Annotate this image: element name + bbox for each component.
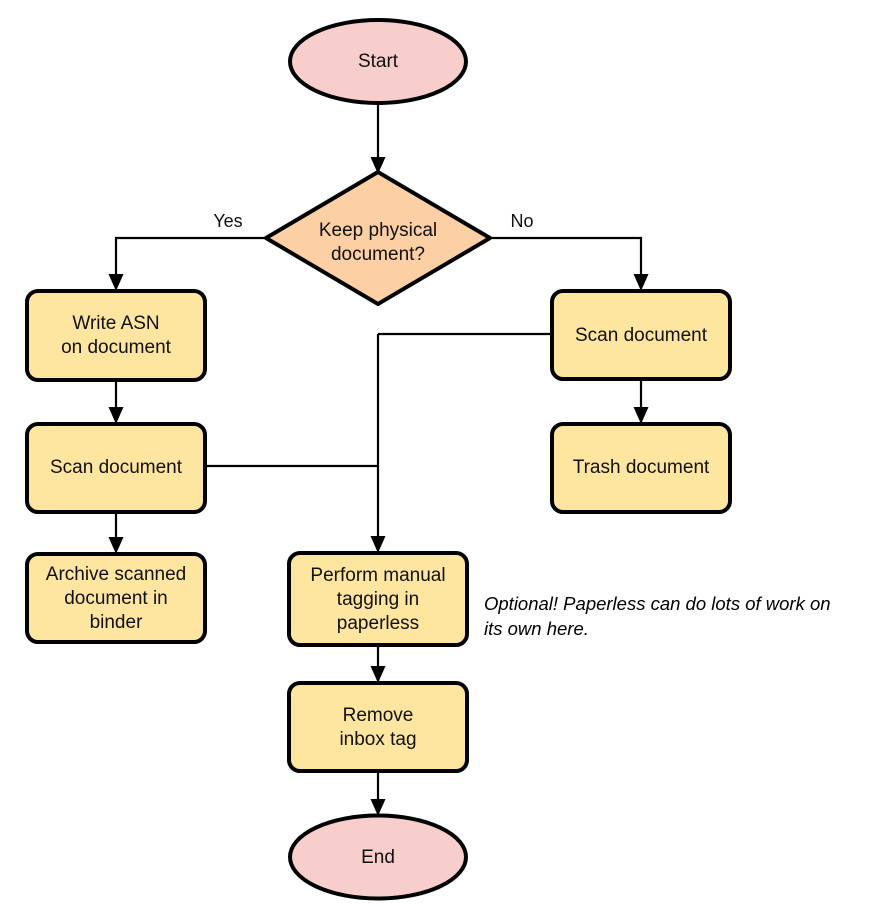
node-trash-document[interactable]: Trash document	[550, 422, 732, 514]
edge-manual-tagging-to-remove-inbox	[370, 645, 386, 683]
node-archive-in-binder-label-line3: binder	[90, 612, 143, 633]
node-remove-inbox-tag-label-line2: inbox tag	[339, 729, 416, 750]
edge-decision-yes-to-write-asn	[108, 236, 265, 291]
note-text-line2: its own here.	[484, 618, 589, 639]
node-start-label: Start	[358, 51, 399, 72]
process-shape	[550, 422, 732, 514]
node-scan-document-right-label: Scan document	[575, 325, 708, 346]
node-manual-tagging-label-line3: paperless	[337, 613, 419, 634]
edge-write-asn-to-scan-left	[108, 380, 124, 424]
arrowhead-icon	[633, 274, 649, 291]
node-archive-in-binder-label-line1: Archive scanned	[46, 564, 186, 585]
node-archive-in-binder[interactable]: Archive scanned document in binder	[25, 552, 207, 644]
node-remove-inbox-tag-label-line1: Remove	[343, 705, 414, 726]
node-write-asn-label-line1: Write ASN	[72, 313, 159, 334]
node-write-asn-label-line2: on document	[61, 337, 172, 358]
process-shape	[25, 289, 207, 382]
edge-label-no: No	[510, 211, 533, 231]
decision-shape	[264, 170, 492, 306]
node-end-label: End	[361, 847, 395, 868]
process-shape	[287, 681, 469, 773]
process-shape	[25, 552, 207, 644]
node-start[interactable]: Start	[288, 18, 468, 105]
note-text-line1: Optional! Paperless can do lots of work …	[484, 593, 831, 614]
edge-trunk-to-manual-tagging	[370, 334, 386, 553]
node-manual-tagging[interactable]: Perform manual tagging in paperless	[287, 551, 469, 647]
node-manual-tagging-label-line1: Perform manual	[310, 565, 445, 586]
arrowhead-icon	[370, 799, 386, 816]
arrowhead-icon	[370, 157, 386, 174]
arrowhead-icon	[108, 537, 124, 554]
edge-remove-inbox-to-end	[370, 770, 386, 816]
arrowhead-icon	[633, 407, 649, 424]
node-scan-document-left[interactable]: Scan document	[25, 422, 207, 514]
edge-line	[491, 236, 643, 280]
node-remove-inbox-tag[interactable]: Remove inbox tag	[287, 681, 469, 773]
node-end[interactable]: End	[288, 813, 468, 901]
arrowhead-icon	[370, 666, 386, 683]
node-trash-document-label: Trash document	[573, 457, 710, 478]
node-archive-in-binder-label-line2: document in	[64, 588, 168, 609]
node-scan-document-left-label: Scan document	[50, 457, 183, 478]
node-manual-tagging-label-line2: tagging in	[337, 589, 419, 610]
node-keep-physical-document-label-line1: Keep physical	[319, 220, 437, 241]
arrowhead-icon	[108, 274, 124, 291]
node-write-asn[interactable]: Write ASN on document	[25, 289, 207, 382]
node-keep-physical-document[interactable]: Keep physical document?	[264, 170, 492, 306]
edge-start-to-decision	[370, 103, 386, 174]
edge-scan-right-to-trash	[633, 378, 649, 424]
terminator-shape	[288, 813, 468, 901]
arrowhead-icon	[108, 407, 124, 424]
process-shape	[25, 422, 207, 514]
terminator-shape	[288, 18, 468, 105]
edge-scan-left-to-archive	[108, 511, 124, 554]
arrowhead-icon	[370, 536, 386, 553]
process-shape	[287, 551, 469, 647]
edge-decision-no-to-scan-right	[491, 236, 649, 291]
edge-label-yes: Yes	[213, 211, 242, 231]
node-keep-physical-document-label-line2: document?	[331, 244, 425, 265]
edge-line	[114, 236, 265, 280]
process-shape	[550, 289, 732, 381]
node-scan-document-right[interactable]: Scan document	[550, 289, 732, 381]
